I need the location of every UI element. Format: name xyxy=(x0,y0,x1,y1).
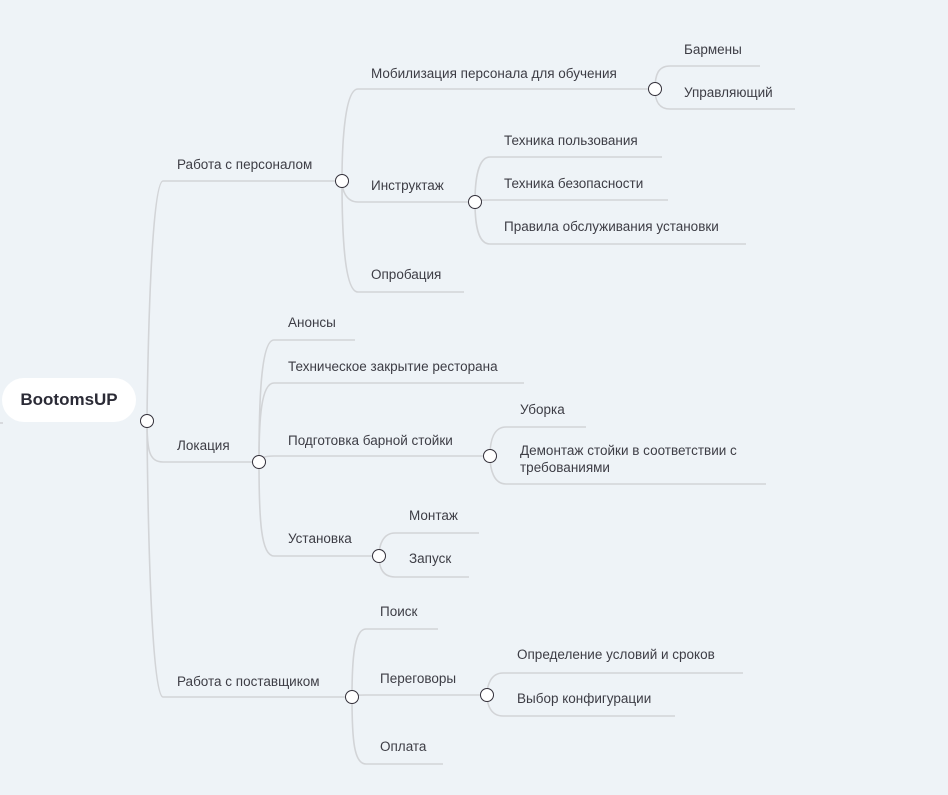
connector-rabota-s-postavshchikom xyxy=(146,420,352,698)
node-zapusk[interactable]: Запуск xyxy=(409,551,452,566)
node-montazh[interactable]: Монтаж xyxy=(409,508,458,523)
node-pravila-obsluzhivaniya[interactable]: Правила обслуживания установки xyxy=(504,219,719,234)
node-podgotovka-barnoy-stoyki[interactable]: Подготовка барной стойки xyxy=(288,433,453,448)
collapse-toggle-root[interactable] xyxy=(140,414,154,428)
node-peregovory[interactable]: Переговоры xyxy=(380,671,457,686)
collapse-toggle-rabota-s-postavshchikom[interactable] xyxy=(345,690,359,704)
collapse-toggle-podgotovka[interactable] xyxy=(483,449,497,463)
root-node[interactable]: BootomsUP xyxy=(2,378,136,422)
collapse-toggle-lokatsiya[interactable] xyxy=(252,455,266,469)
collapse-toggle-instruktazh[interactable] xyxy=(468,195,482,209)
node-mobilizatsiya[interactable]: Мобилизация персонала для обучения xyxy=(371,66,617,81)
collapse-toggle-ustanovka[interactable] xyxy=(372,549,386,563)
node-oprobatsiya[interactable]: Опробация xyxy=(371,267,442,282)
node-oplata[interactable]: Оплата xyxy=(380,739,427,754)
collapse-toggle-mobilizatsiya[interactable] xyxy=(648,82,662,96)
node-uborka[interactable]: Уборка xyxy=(520,402,565,417)
node-upravlyayushchiy[interactable]: Управляющий xyxy=(684,85,773,100)
node-demontazh-stoyki[interactable]: Демонтаж стойки в соответствии с требова… xyxy=(520,443,737,475)
node-lokatsiya[interactable]: Локация xyxy=(177,438,230,453)
node-ustanovka[interactable]: Установка xyxy=(288,531,352,546)
collapse-toggle-rabota-s-personalom[interactable] xyxy=(335,174,349,188)
node-rabota-s-postavshchikom[interactable]: Работа с поставщиком xyxy=(177,674,320,689)
node-tekhnika-polzovaniya[interactable]: Техника пользования xyxy=(504,133,638,148)
collapse-toggle-peregovory[interactable] xyxy=(480,688,494,702)
node-barmeny[interactable]: Бармены xyxy=(684,42,742,57)
node-vybor-konfiguratsii[interactable]: Выбор конфигурации xyxy=(517,691,652,706)
node-anonsy[interactable]: Анонсы xyxy=(288,315,336,330)
node-tekhnika-bezopasnosti[interactable]: Техника безопасности xyxy=(504,176,644,191)
node-poisk[interactable]: Поиск xyxy=(380,604,418,619)
node-tekhnicheskoe-zakrytie[interactable]: Техническое закрытие ресторана xyxy=(288,359,498,374)
connector-rabota-s-personalom xyxy=(146,180,342,422)
node-rabota-s-personalom[interactable]: Работа с персоналом xyxy=(177,157,313,172)
node-instruktazh[interactable]: Инструктаж xyxy=(371,178,444,193)
node-opredelenie-usloviy[interactable]: Определение условий и сроков xyxy=(517,647,715,662)
